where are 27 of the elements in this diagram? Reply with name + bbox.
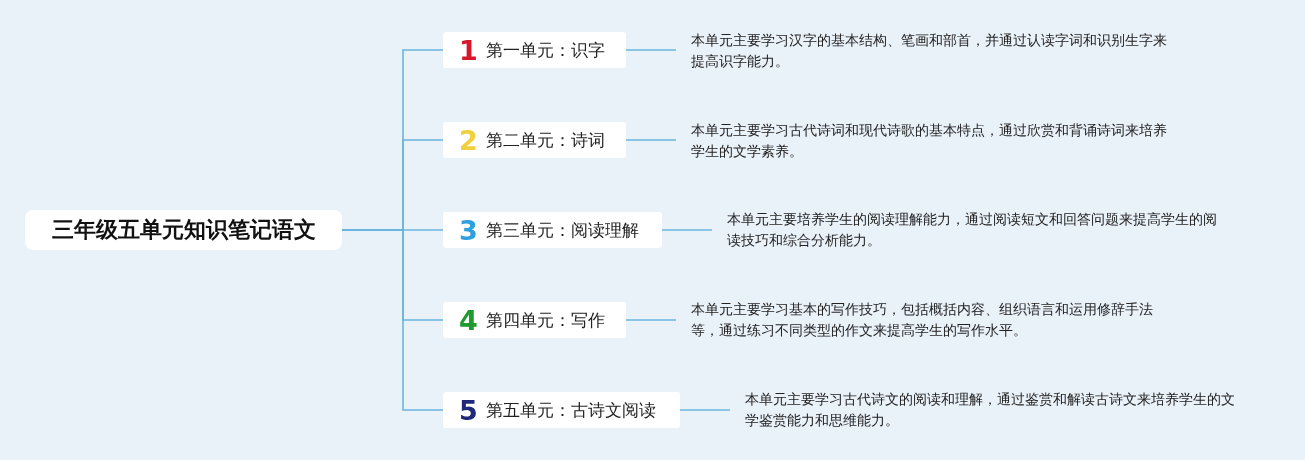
branch-title: 第三单元：阅读理解 <box>485 218 639 242</box>
connector-line <box>679 409 731 411</box>
description-text: 本单元主要学习古代诗文的阅读和理解，通过鉴赏和解读古诗文来培养学生的文学鉴赏能力和思维能力。 <box>745 389 1237 431</box>
root-box: 三年级五单元知识笔记语文 <box>25 210 342 250</box>
branch-box <box>443 32 626 68</box>
branch-title: 第四单元：写作 <box>485 308 605 332</box>
connector-line <box>625 139 677 141</box>
number-label: 2 <box>459 126 478 154</box>
branch-title: 第一单元：识字 <box>485 38 605 62</box>
description-text: 本单元主要学习古代诗词和现代诗歌的基本特点，通过欣赏和背诵诗词来培养学生的文学素养。 <box>691 120 1176 162</box>
number-label: 4 <box>459 306 478 334</box>
description-text: 本单元主要学习基本的写作技巧，包括概括内容、组织语言和运用修辞手法等，通过练习不同类型的作文来提高学生的写作水平。 <box>691 299 1176 341</box>
number-label: 1 <box>459 36 478 64</box>
number-label: 5 <box>459 396 478 424</box>
connector-line <box>341 229 444 411</box>
description-text: 本单元主要学习汉字的基本结构、笔画和部首，并通过认读字词和识别生字来提高识字能力。 <box>691 30 1176 72</box>
connector-line <box>661 229 713 231</box>
branch-box <box>443 212 662 248</box>
description-text: 本单元主要培养学生的阅读理解能力，通过阅读短文和回答问题来提高学生的阅读技巧和综合分析能力。 <box>727 209 1219 251</box>
branch-box <box>443 122 626 158</box>
branch-box <box>443 302 626 338</box>
branch-title: 第五单元：古诗文阅读 <box>485 398 656 422</box>
branch-box <box>443 392 680 428</box>
connector-line <box>625 49 677 51</box>
number-label: 3 <box>459 216 478 244</box>
connector-line <box>625 319 677 321</box>
branch-title: 第二单元：诗词 <box>485 128 605 152</box>
